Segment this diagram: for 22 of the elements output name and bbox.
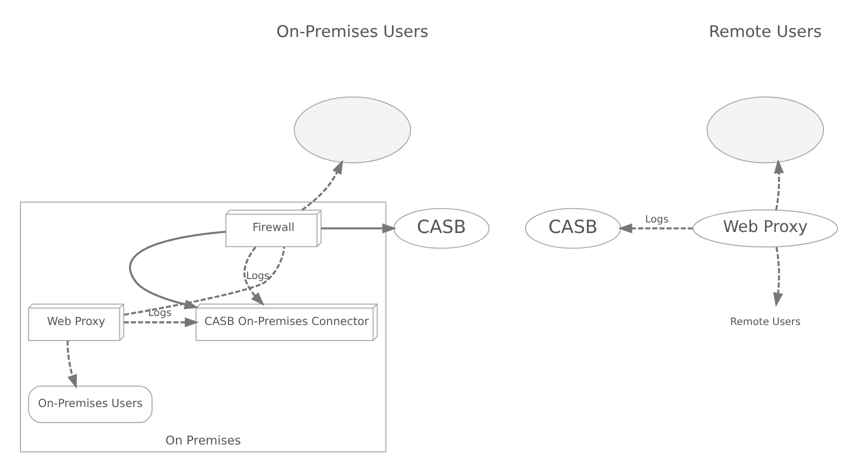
label: Remote Users — [708, 22, 822, 41]
edge-label: Logs — [645, 214, 669, 225]
arrow — [618, 222, 693, 233]
connector — [124, 246, 286, 316]
node-cloud — [294, 96, 412, 163]
node-ellipse: Web Proxy — [692, 208, 838, 247]
label: On-Premises Users — [276, 22, 429, 41]
node-box: On-Premises Users — [28, 385, 153, 422]
edge-label: Logs — [246, 270, 270, 282]
node-cloud — [706, 96, 824, 163]
arrow — [774, 158, 784, 210]
arrow — [129, 230, 226, 309]
arrow — [773, 246, 784, 306]
node-ellipse: CASB — [393, 208, 490, 248]
arrow — [243, 246, 265, 306]
arrow — [66, 340, 77, 388]
arrow — [321, 222, 397, 233]
edge-label: Logs — [148, 308, 172, 319]
arrow — [124, 316, 200, 327]
node-text: Remote Users — [730, 316, 801, 328]
arrow — [301, 159, 344, 210]
node-ellipse: CASB — [524, 208, 622, 248]
